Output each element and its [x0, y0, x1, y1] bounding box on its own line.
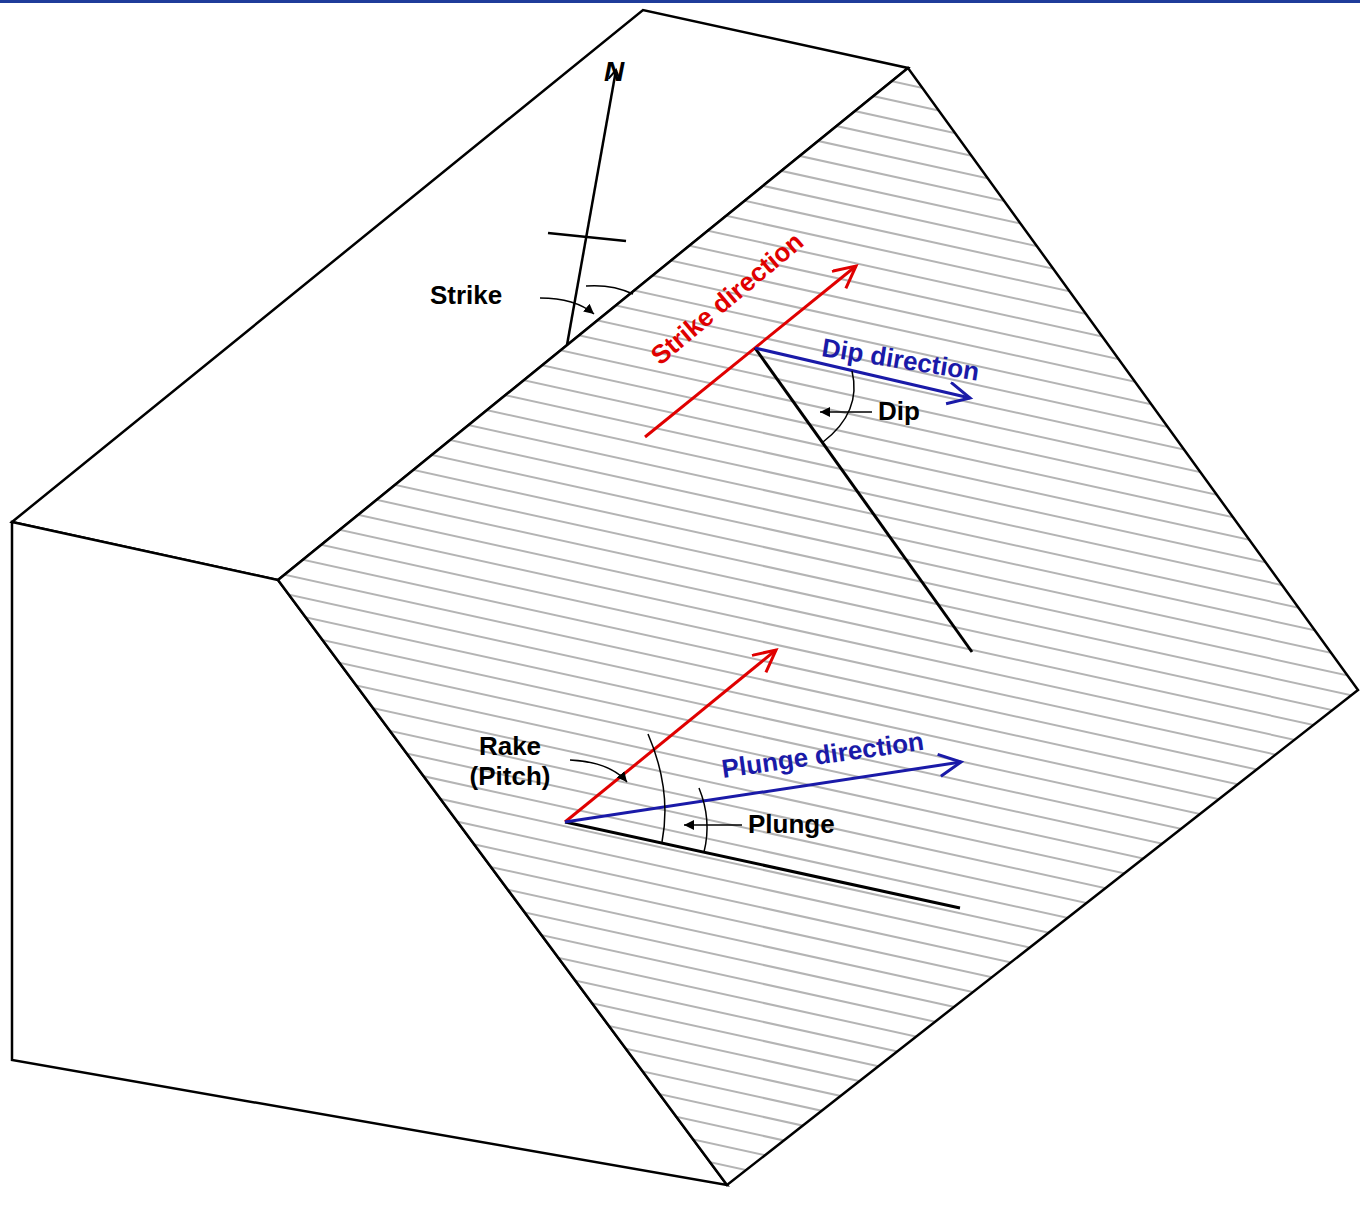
hatch-line [250, 0, 1360, 241]
hatch-line [250, 149, 1360, 393]
hatch-line [250, 852, 1360, 1096]
hatch-line [250, 0, 1360, 51]
dip-leader [820, 411, 872, 413]
strike-tick [548, 233, 626, 241]
hatch-line [250, 1061, 1360, 1218]
hatch-line [250, 681, 1360, 925]
strike-label: Strike [430, 281, 502, 311]
hatch-line [250, 567, 1360, 811]
hatch-line [250, 16, 1360, 260]
hatch-line [250, 0, 1360, 89]
hatch-line [250, 624, 1360, 868]
dip-line [755, 348, 972, 652]
hatch-line [250, 662, 1360, 906]
strike-leader [540, 298, 594, 314]
hatch-line [250, 985, 1360, 1218]
hatch-line [250, 1175, 1360, 1218]
hatch-line [250, 1156, 1360, 1218]
hatch-line [250, 0, 1360, 32]
hatch-line [250, 54, 1360, 298]
plunge-leader [684, 824, 742, 826]
hatch-line [250, 206, 1360, 450]
hatch-line [250, 586, 1360, 830]
rake-leader [570, 760, 627, 782]
hatch-line [250, 738, 1360, 982]
hatch-line [250, 168, 1360, 412]
hatch-line [250, 1099, 1360, 1218]
rake-label: Rake (Pitch) [445, 732, 575, 792]
hatch-line [250, 130, 1360, 374]
hatch-line [250, 111, 1360, 355]
hatch-line [250, 719, 1360, 963]
hatch-line [250, 795, 1360, 1039]
north-label: N [604, 56, 624, 88]
hatch-line [250, 871, 1360, 1115]
dip-arc [823, 371, 854, 442]
hatch-line [250, 947, 1360, 1191]
strike-arc [586, 286, 633, 294]
hatch-line [250, 1004, 1360, 1218]
top-border [0, 0, 1360, 3]
hatch-line [250, 833, 1360, 1077]
hatch-line [250, 0, 1360, 70]
rake-arc [648, 734, 665, 842]
hatch-line [250, 1213, 1360, 1218]
hatch-line [250, 1137, 1360, 1218]
hatch-line [250, 244, 1360, 488]
hatch-line [250, 0, 1360, 13]
hatch-line [250, 928, 1360, 1172]
bedding-hatch [250, 0, 1360, 1218]
hatch-line [250, 0, 1360, 165]
hatch-line [250, 35, 1360, 279]
plunge-arc [699, 788, 707, 852]
hatch-line [250, 1023, 1360, 1218]
dip-label: Dip [878, 397, 920, 427]
hatch-line [250, 909, 1360, 1153]
hatch-line [250, 0, 1360, 203]
hatch-line [250, 73, 1360, 317]
hatch-line [250, 1080, 1360, 1218]
hatch-line [250, 225, 1360, 469]
hatch-line [250, 0, 1360, 146]
hatch-line [250, 1042, 1360, 1218]
hatch-line [250, 92, 1360, 336]
plunge-label: Plunge [748, 810, 835, 840]
hatch-line [250, 757, 1360, 1001]
hatch-line [250, 776, 1360, 1020]
hatch-line [250, 0, 1360, 222]
hatch-line [250, 700, 1360, 944]
hatch-line [250, 1194, 1360, 1218]
hatch-line [250, 605, 1360, 849]
hatch-line [250, 1118, 1360, 1218]
hatch-line [250, 966, 1360, 1210]
plane-outline [278, 68, 1358, 1185]
hatch-line [250, 0, 1360, 127]
hatch-line [250, 814, 1360, 1058]
hatch-line [250, 890, 1360, 1134]
hatch-line [250, 0, 1360, 108]
